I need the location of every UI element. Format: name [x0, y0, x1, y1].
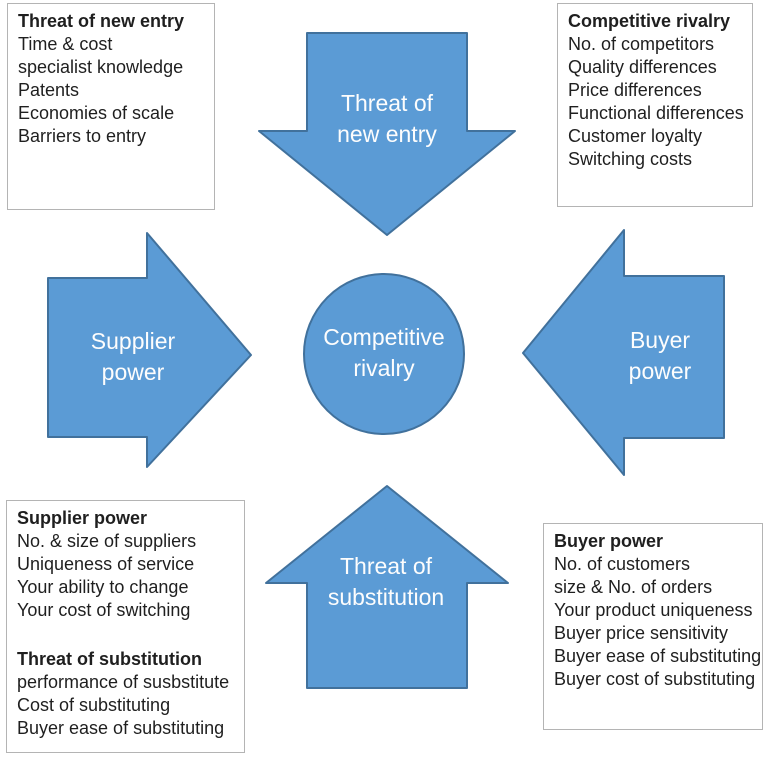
- info-box-competitive-rivalry: Competitive rivalry No. of competitors Q…: [557, 3, 753, 207]
- info-box-buyer-power: Buyer power No. of customers size & No. …: [543, 523, 763, 730]
- box-item: Buyer price sensitivity: [554, 623, 729, 643]
- arrow-top-label: Threat of new entry: [337, 90, 437, 147]
- info-box-supplier-power-and-substitution: Supplier power No. & size of suppliers U…: [6, 500, 245, 753]
- box-item: Patents: [18, 80, 80, 100]
- box-item: Switching costs: [568, 149, 693, 169]
- box-item: Time & cost: [18, 34, 113, 54]
- box-item: specialist knowledge: [18, 57, 184, 77]
- box-title: Buyer power: [554, 531, 664, 551]
- center-circle-shape: [303, 273, 465, 435]
- center-circle-label: Competitive rivalry: [323, 324, 445, 381]
- box-item: Quality differences: [568, 57, 717, 77]
- box-item: Functional differences: [568, 103, 744, 123]
- box-item: Your ability to change: [17, 577, 189, 597]
- arrow-left-label: Supplier power: [90, 328, 176, 385]
- arrow-left-shape: [522, 229, 725, 476]
- box-title: Threat of substitution: [17, 649, 202, 669]
- box-item: Buyer cost of substituting: [554, 669, 756, 689]
- box-item: Economies of scale: [18, 103, 175, 123]
- box-item: performance of susbstitute: [17, 672, 230, 692]
- box-item: Your product uniqueness: [554, 600, 753, 620]
- box-item: Customer loyalty: [568, 126, 703, 146]
- box-title: Threat of new entry: [18, 11, 185, 31]
- box-item: Your cost of switching: [17, 600, 191, 620]
- box-item: No. of competitors: [568, 34, 715, 54]
- info-box-threat-of-new-entry: Threat of new entry Time & cost speciali…: [7, 3, 215, 210]
- box-section-supplier-power: Supplier power No. & size of suppliers U…: [17, 507, 234, 622]
- arrow-right-shape: [47, 232, 252, 468]
- arrow-up-shape: [265, 485, 509, 689]
- box-section-threat-of-substitution: Threat of substitution performance of su…: [17, 648, 234, 740]
- box-item: Uniqueness of service: [17, 554, 195, 574]
- box-item: Buyer ease of substituting: [554, 646, 762, 666]
- box-title: Supplier power: [17, 508, 148, 528]
- arrow-bottom-label: Threat of substitution: [327, 553, 445, 610]
- box-item: No. & size of suppliers: [17, 531, 197, 551]
- box-item: Cost of substituting: [17, 695, 171, 715]
- arrow-right-label: Buyer power: [628, 327, 692, 384]
- arrow-down-shape: [258, 32, 516, 236]
- box-item: No. of customers: [554, 554, 691, 574]
- box-item: Price differences: [568, 80, 702, 100]
- box-title: Competitive rivalry: [568, 11, 731, 31]
- box-item: Buyer ease of substituting: [17, 718, 225, 738]
- box-item: Barriers to entry: [18, 126, 147, 146]
- box-item: size & No. of orders: [554, 577, 713, 597]
